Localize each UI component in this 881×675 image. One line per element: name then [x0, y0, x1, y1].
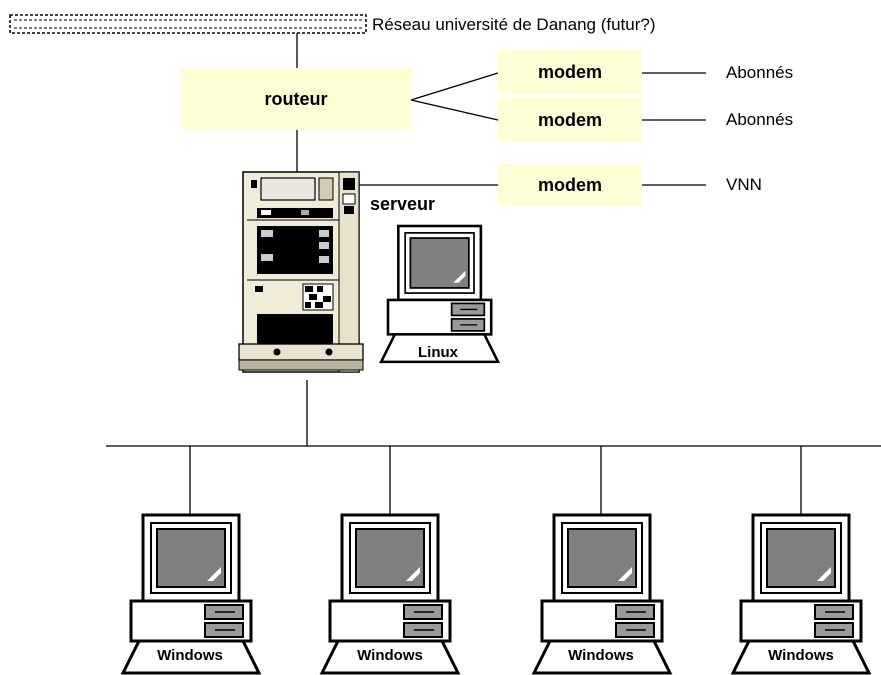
client-computer-icon-4 — [730, 513, 872, 675]
client-label-1: Windows — [157, 647, 223, 664]
client-label-2: Windows — [357, 647, 423, 664]
router-label: routeur — [264, 88, 328, 109]
modem-label-2: modem — [537, 109, 602, 130]
modem-target-1: Abonnés — [726, 63, 794, 82]
modem-label-3: modem — [537, 174, 602, 195]
client-label-3: Windows — [568, 647, 634, 664]
client-computer-icon-1 — [120, 513, 262, 675]
router-box: routeur — [181, 68, 411, 130]
linux-pc-label: Linux — [418, 344, 458, 361]
client-computer-icon-3 — [531, 513, 673, 675]
link-router-modem-1 — [410, 72, 499, 101]
modem-label-1: modem — [537, 61, 602, 82]
modem-box-3: modem — [498, 164, 642, 206]
modem-box-1: modem — [498, 50, 642, 94]
modem-target-2: Abonnés — [726, 110, 794, 129]
network-bar — [9, 14, 367, 34]
modem-target-3: VNN — [726, 175, 762, 194]
link-router-modem-2 — [410, 99, 499, 121]
client-label-4: Windows — [768, 647, 834, 664]
server-tower-icon — [238, 171, 364, 373]
modem-box-2: modem — [498, 98, 642, 142]
server-label: serveur — [370, 194, 436, 214]
network-label: Réseau université de Danang (futur?) — [372, 15, 656, 34]
client-computer-icon-2 — [319, 513, 461, 675]
linux-computer-icon — [379, 224, 501, 364]
